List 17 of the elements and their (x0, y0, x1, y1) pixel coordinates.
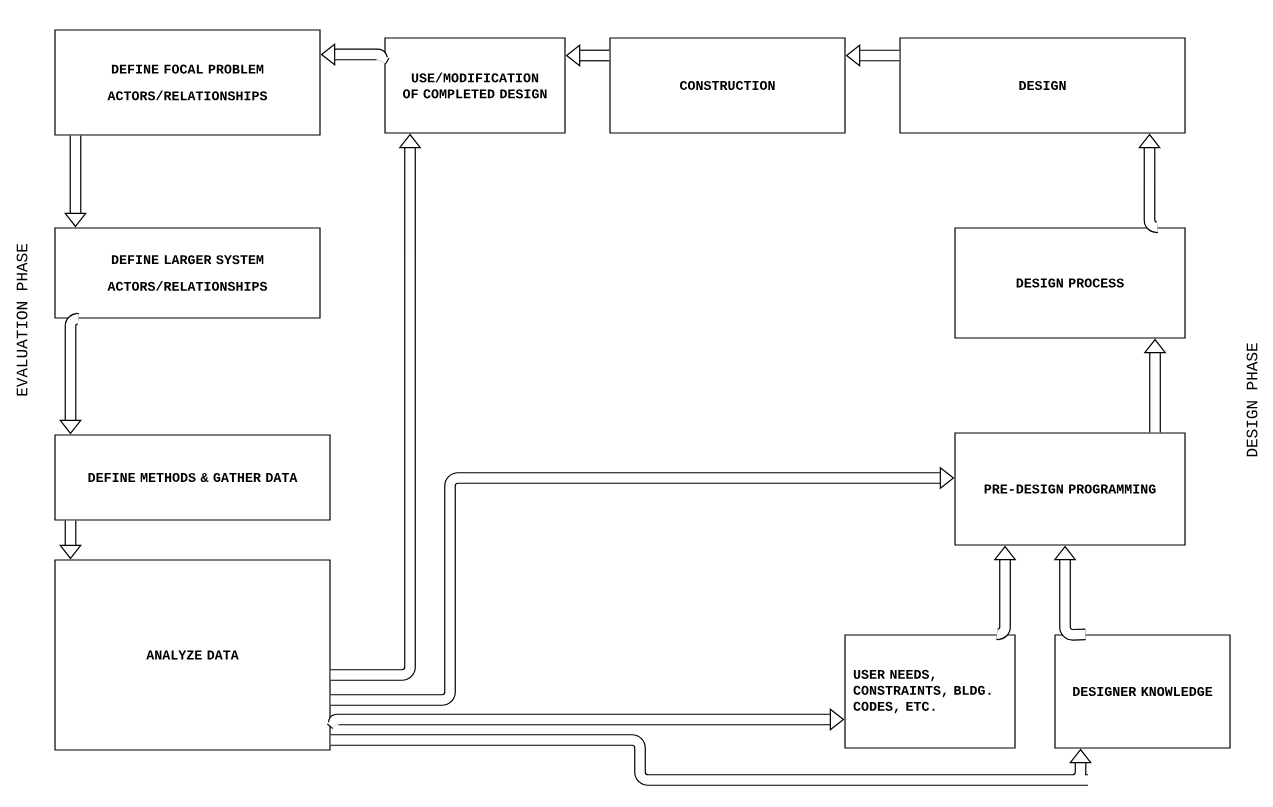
process-box: DESIGNER KNOWLEDGE (1054, 634, 1231, 749)
block-arrow (326, 708, 845, 731)
process-box: USE/MODIFICATION OF COMPLETED DESIGN (384, 37, 566, 134)
block-arrow (320, 43, 390, 68)
process-box: DESIGN (899, 37, 1186, 134)
phase-label: DESIGN PHASE (1246, 343, 1258, 457)
process-box: DESIGN PROCESS (954, 227, 1186, 339)
block-arrow (330, 466, 955, 706)
block-arrow (330, 734, 1094, 786)
process-box: ANALYZE DATA (54, 559, 331, 751)
process-box: USER NEEDS, CONSTRAINTS, BLDG. CODES, ETC. (844, 634, 1016, 749)
process-box: DEFINE METHODS & GATHER DATA (54, 434, 331, 521)
process-box: DEFINE LARGER SYSTEM ACTORS/RELATIONSHIPS (54, 227, 321, 319)
process-box: PRE-DESIGN PROGRAMMING (954, 432, 1186, 546)
process-box: CONSTRUCTION (609, 37, 846, 134)
process-box: DEFINE FOCAL PROBLEM ACTORS/RELATIONSHIPS (54, 29, 321, 136)
phase-label: EVALUATION PHASE (16, 244, 28, 396)
